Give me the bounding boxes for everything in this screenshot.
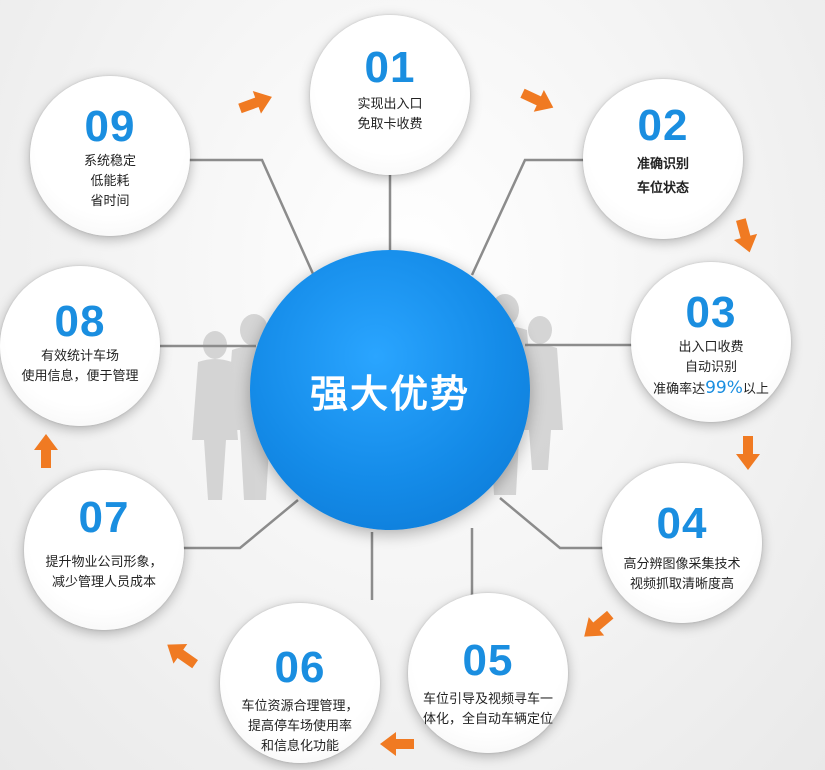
- advantage-text: 低能耗: [90, 174, 130, 189]
- advantage-02: 02 准确识别 车位状态: [583, 79, 743, 239]
- advantage-number: 05: [462, 636, 514, 685]
- advantage-text: 体化，全自动车辆定位: [422, 712, 553, 727]
- advantage-text: 高分辨图像采集技术: [623, 557, 741, 572]
- flow-arrow: [520, 88, 554, 112]
- advantage-text: 准确识别: [636, 157, 689, 172]
- advantage-text: 免取卡收费: [357, 117, 423, 132]
- advantage-text: 出入口收费: [678, 340, 744, 355]
- arrow-shape: [584, 610, 614, 637]
- accuracy-suffix: 以上: [742, 382, 769, 397]
- arrow-shape: [238, 91, 272, 114]
- advantage-09: 09 系统稳定 低能耗 省时间: [30, 76, 190, 236]
- silhouette-head: [528, 316, 552, 344]
- advantage-number: 07: [78, 493, 130, 542]
- center-title: 强大优势: [309, 371, 470, 416]
- advantage-number: 08: [54, 297, 106, 346]
- center-circle: 强大优势: [250, 250, 530, 530]
- flow-arrow: [380, 732, 414, 756]
- advantage-01: 01 实现出入口 免取卡收费: [310, 15, 470, 175]
- advantage-text: 提升物业公司形象，: [45, 555, 163, 570]
- connector-line: [499, 497, 605, 550]
- flow-arrow: [238, 91, 272, 114]
- silhouette-body: [192, 359, 238, 500]
- advantage-text: 减少管理人员成本: [51, 575, 156, 590]
- arrow-shape: [380, 732, 414, 756]
- connector-line: [180, 499, 299, 550]
- advantage-text: 省时间: [90, 194, 130, 209]
- advantage-number: 03: [685, 288, 737, 337]
- advantage-text: 和信息化功能: [260, 739, 339, 754]
- advantage-text: 视频抓取清晰度高: [629, 577, 734, 592]
- arrow-shape: [736, 436, 760, 470]
- accuracy-prefix: 准确率达: [653, 382, 706, 397]
- arrow-shape: [167, 644, 198, 669]
- connector-line: [180, 158, 320, 286]
- connector-lines: [160, 158, 635, 600]
- flow-arrow: [736, 436, 760, 470]
- advantage-text: 有效统计车场: [40, 349, 119, 364]
- arrow-shape: [733, 218, 758, 253]
- flow-arrow: [584, 610, 614, 637]
- advantage-text: 使用信息，便于管理: [21, 369, 139, 384]
- arrow-shape: [520, 88, 554, 112]
- advantage-07: 07 提升物业公司形象， 减少管理人员成本: [24, 470, 184, 630]
- advantage-number: 04: [656, 499, 708, 548]
- advantage-08: 08 有效统计车场 使用信息，便于管理: [0, 266, 160, 426]
- advantage-number: 02: [637, 101, 689, 150]
- flow-arrow: [34, 434, 58, 468]
- advantage-04: 04 高分辨图像采集技术 视频抓取清晰度高: [602, 463, 762, 623]
- accuracy-value: 99%: [705, 378, 743, 398]
- advantage-03: 03 出入口收费 自动识别 准确率达99%以上: [631, 262, 791, 422]
- advantage-text: 自动识别: [684, 360, 737, 375]
- advantage-text: 提高停车场使用率: [247, 719, 352, 734]
- advantage-text: 车位引导及视频寻车一: [422, 692, 553, 707]
- connector-line: [470, 158, 590, 276]
- advantage-text: 实现出入口: [357, 97, 423, 112]
- advantage-number: 09: [84, 102, 136, 151]
- flow-arrows: [34, 88, 760, 756]
- advantage-text: 车位资源合理管理，: [241, 699, 359, 714]
- advantage-06: 06 车位资源合理管理， 提高停车场使用率 和信息化功能: [220, 603, 380, 763]
- advantage-text: 车位状态: [636, 181, 689, 196]
- accuracy-line: 准确率达99%以上: [631, 378, 791, 400]
- arrow-shape: [34, 434, 58, 468]
- advantage-number: 06: [274, 643, 326, 692]
- advantage-text: 系统稳定: [83, 154, 136, 169]
- advantage-05: 05 车位引导及视频寻车一 体化，全自动车辆定位: [408, 593, 568, 753]
- advantage-number: 01: [364, 43, 416, 92]
- flow-arrow: [167, 644, 198, 669]
- flow-arrow: [733, 218, 758, 253]
